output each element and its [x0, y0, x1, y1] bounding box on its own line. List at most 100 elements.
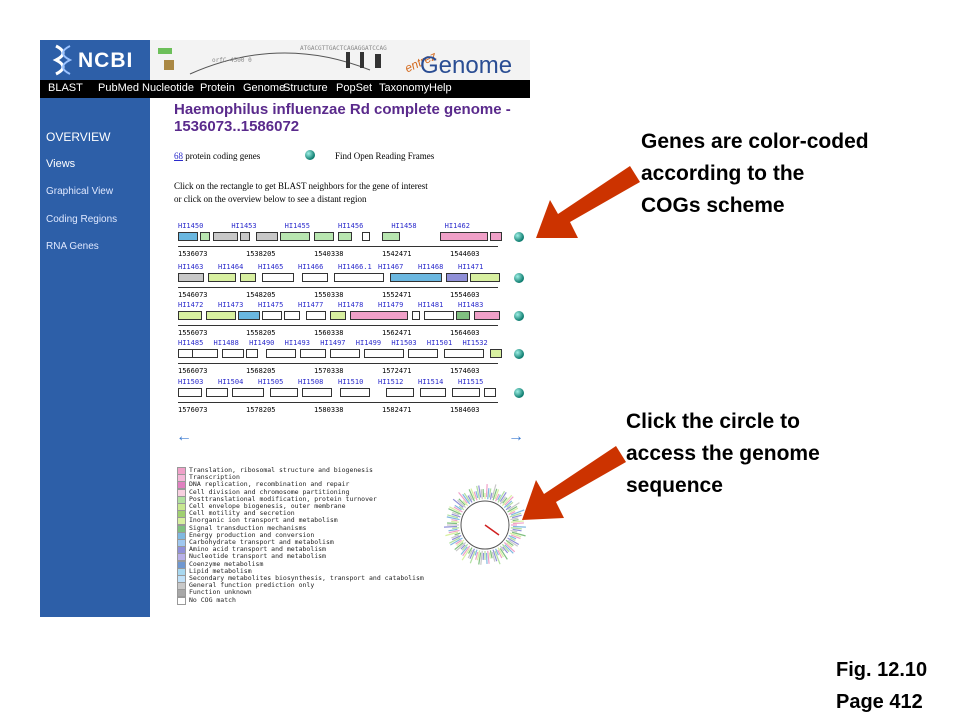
track-sequence-ball-icon[interactable]	[514, 273, 524, 283]
nav-taxonomy[interactable]: Taxonomy	[379, 82, 430, 94]
gene-label[interactable]: HI1505	[258, 378, 284, 386]
gene-label[interactable]: HI1510	[338, 378, 364, 386]
nav-blast[interactable]: BLAST	[48, 82, 83, 94]
sidebar-item-coding-regions[interactable]: Coding Regions	[46, 214, 118, 225]
find-orf-link[interactable]: Find Open Reading Frames	[335, 151, 435, 161]
gene-label[interactable]: HI1493	[284, 339, 310, 347]
sidebar-item-graphical-view[interactable]: Graphical View	[46, 186, 114, 197]
gene-rect[interactable]	[246, 349, 258, 358]
gene-label[interactable]: HI1503	[178, 378, 204, 386]
gene-rect[interactable]	[412, 311, 420, 320]
gene-rect[interactable]	[330, 349, 360, 358]
gene-label[interactable]: HI1479	[378, 301, 404, 309]
gene-label[interactable]: HI1478	[338, 301, 364, 309]
gene-rect[interactable]	[240, 273, 256, 282]
gene-rect[interactable]	[446, 273, 468, 282]
gene-rect[interactable]	[302, 388, 332, 397]
protein-count-link[interactable]: 68	[174, 151, 183, 161]
gene-rect[interactable]	[178, 232, 198, 241]
gene-rect[interactable]	[178, 388, 202, 397]
gene-rect[interactable]	[266, 349, 296, 358]
gene-label[interactable]: HI1465	[258, 263, 284, 271]
sidebar-item-views[interactable]: Views	[46, 158, 76, 170]
gene-label[interactable]: HI1477	[298, 301, 324, 309]
gene-rect[interactable]	[256, 232, 278, 241]
nav-protein[interactable]: Protein	[200, 82, 235, 94]
gene-label[interactable]: HI1514	[418, 378, 444, 386]
gene-rect[interactable]	[340, 388, 370, 397]
gene-rect[interactable]	[382, 232, 400, 241]
gene-label[interactable]: HI1455	[284, 222, 310, 230]
gene-rect[interactable]	[222, 349, 244, 358]
gene-rect[interactable]	[440, 232, 488, 241]
gene-label[interactable]: HI1472	[178, 301, 204, 309]
gene-label[interactable]: HI1499	[355, 339, 382, 347]
gene-rect[interactable]	[490, 232, 502, 241]
nav-popset[interactable]: PopSet	[336, 82, 373, 94]
gene-rect[interactable]	[470, 273, 500, 282]
gene-rect[interactable]	[238, 311, 260, 320]
nav-pubmed[interactable]: PubMed	[98, 82, 139, 94]
gene-label[interactable]: HI1512	[378, 378, 404, 386]
gene-label[interactable]: HI1490	[249, 339, 275, 347]
nav-help[interactable]: Help	[429, 82, 452, 94]
gene-rect[interactable]	[456, 311, 470, 320]
gene-label[interactable]: HI1475	[258, 301, 284, 309]
gene-label[interactable]: HI1504	[218, 378, 244, 386]
track-sequence-ball-icon[interactable]	[514, 388, 524, 398]
gene-rect[interactable]	[178, 311, 202, 320]
track-sequence-ball-icon[interactable]	[514, 311, 524, 321]
track-sequence-ball-icon[interactable]	[514, 349, 524, 359]
gene-label[interactable]: HI1450	[178, 222, 204, 230]
gene-label[interactable]: HI1485	[178, 339, 204, 347]
nav-nucleotide[interactable]: Nucleotide	[142, 82, 194, 94]
gene-label[interactable]: HI1488	[213, 339, 239, 347]
gene-rect[interactable]	[444, 349, 484, 358]
previous-region-arrow[interactable]: ←	[176, 428, 192, 445]
gene-label[interactable]: HI1497	[320, 339, 346, 347]
gene-label[interactable]: HI1456	[338, 222, 364, 230]
gene-rect[interactable]	[490, 349, 502, 358]
next-region-arrow[interactable]: →	[508, 428, 524, 445]
gene-label[interactable]: HI1453	[231, 222, 257, 230]
gene-rect[interactable]	[386, 388, 414, 397]
gene-rect[interactable]	[280, 232, 310, 241]
nav-structure[interactable]: Structure	[283, 82, 328, 94]
gene-label[interactable]: HI1483	[458, 301, 484, 309]
gene-rect[interactable]	[408, 349, 438, 358]
gene-label[interactable]: HI1463	[178, 263, 204, 271]
sidebar-item-rna-genes[interactable]: RNA Genes	[46, 241, 99, 252]
gene-label[interactable]: HI1458	[391, 222, 417, 230]
gene-rect[interactable]	[208, 273, 236, 282]
gene-rect[interactable]	[302, 273, 328, 282]
gene-label[interactable]: HI1481	[418, 301, 444, 309]
circular-genome-overview[interactable]	[444, 484, 526, 566]
gene-rect[interactable]	[474, 311, 500, 320]
gene-rect[interactable]	[338, 232, 352, 241]
gene-rect[interactable]	[270, 388, 298, 397]
gene-label[interactable]: HI1462	[444, 222, 470, 230]
gene-label[interactable]: HI1532	[462, 339, 488, 347]
gene-rect[interactable]	[300, 349, 326, 358]
gene-label[interactable]: HI1464	[218, 263, 244, 271]
gene-label[interactable]: HI1501	[426, 339, 453, 347]
gene-rect[interactable]	[390, 273, 442, 282]
gene-label[interactable]: HI1471	[458, 263, 484, 271]
gene-rect[interactable]	[240, 232, 250, 241]
gene-rect[interactable]	[192, 349, 218, 358]
gene-label[interactable]: HI1503	[391, 339, 417, 347]
gene-label[interactable]: HI1508	[298, 378, 324, 386]
gene-rect[interactable]	[420, 388, 446, 397]
gene-rect[interactable]	[452, 388, 480, 397]
genome-logo-text[interactable]: Genome	[420, 52, 513, 79]
nav-genome[interactable]: Genome	[243, 82, 286, 94]
gene-rect[interactable]	[424, 311, 454, 320]
gene-rect[interactable]	[262, 273, 294, 282]
gene-rect[interactable]	[206, 311, 236, 320]
gene-rect[interactable]	[213, 232, 238, 241]
gene-rect[interactable]	[484, 388, 496, 397]
gene-rect[interactable]	[362, 232, 370, 241]
sidebar-item-overview[interactable]: OVERVIEW	[46, 130, 111, 144]
gene-rect[interactable]	[314, 232, 334, 241]
gene-label[interactable]: HI1515	[458, 378, 484, 386]
